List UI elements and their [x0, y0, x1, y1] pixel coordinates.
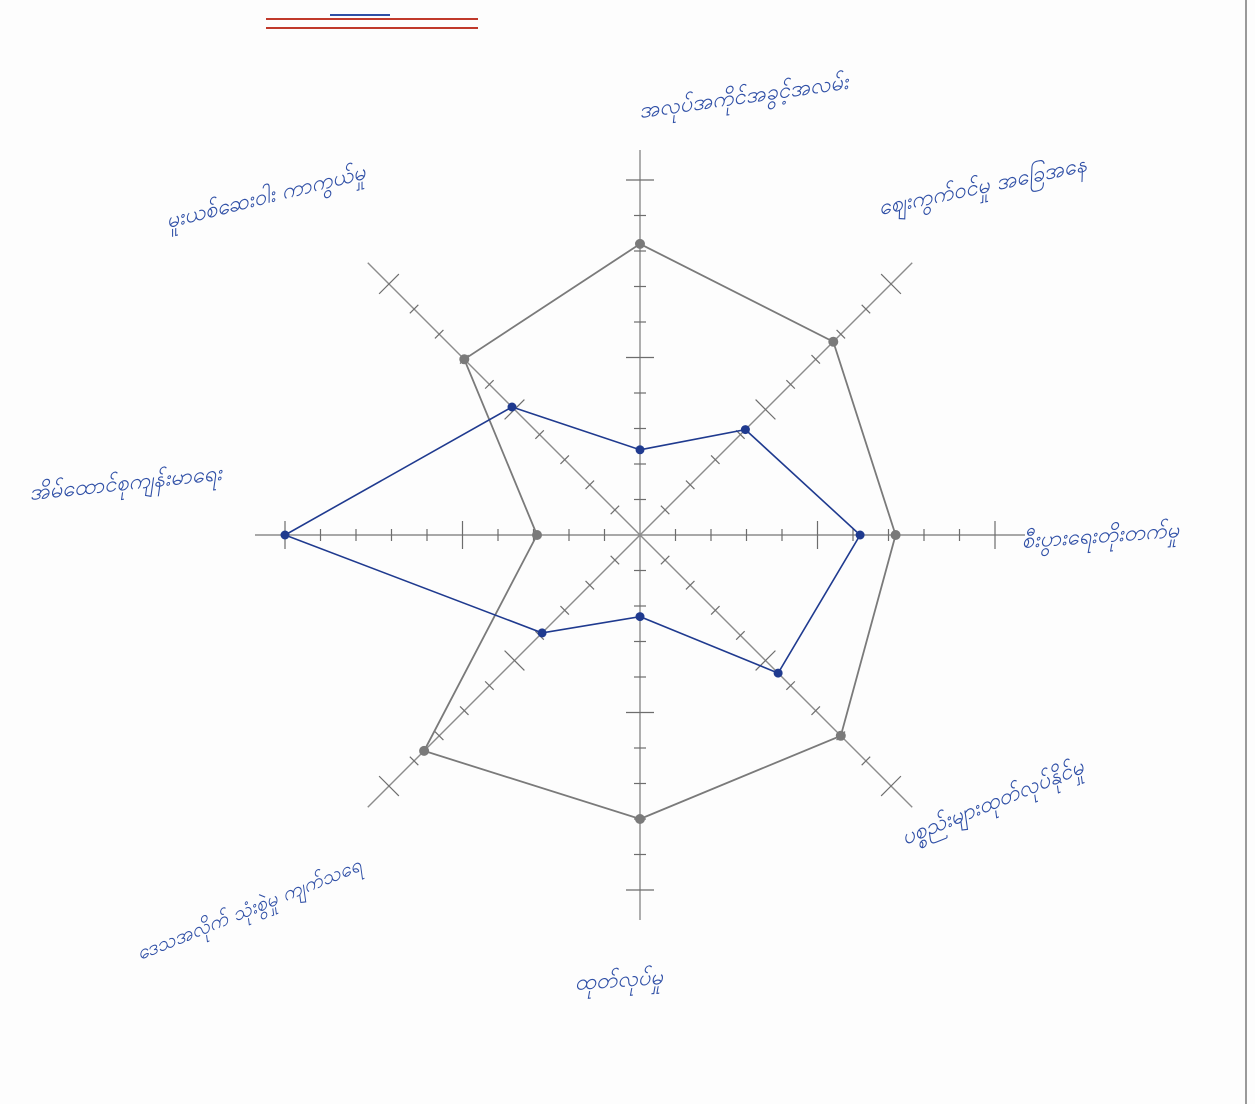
axis-tick: [710, 455, 720, 465]
series-2-point-1: [635, 445, 645, 455]
axis-label-3: စီးပွားရေးတိုးတက်မှု: [1021, 517, 1182, 558]
axis-tick: [534, 429, 545, 440]
axis-tick: [660, 555, 670, 565]
series-polygon-2: [283, 406, 862, 675]
axis-tick: [459, 706, 469, 716]
series-2-point-5: [635, 612, 645, 622]
axis-tick: [880, 273, 902, 295]
series-1-point-2: [828, 336, 839, 347]
page-edge: [1245, 0, 1247, 1104]
series-2-point-3: [855, 530, 865, 540]
title-underline-second: [266, 27, 478, 29]
axis-tick: [484, 680, 495, 691]
title-scribble: [330, 0, 390, 16]
axis-label-5: ထုတ်လုပ်မှု: [574, 964, 666, 1000]
axis-spoke-2: [639, 262, 913, 536]
axis-tick: [785, 680, 796, 691]
series-1-point-7: [532, 530, 542, 540]
axis-label-6: ဒေသအလိုက် သုံးစွဲမှု ကျက်သရေ: [133, 852, 367, 968]
series-2-point-7: [280, 530, 290, 540]
axis-tick: [785, 379, 796, 390]
series-2-point-2: [740, 425, 750, 435]
axis-tick: [710, 605, 720, 615]
axis-tick: [560, 605, 570, 615]
axis-label-4: ပစ္စည်းများထုတ်လုပ်နိုင်မှု: [898, 753, 1091, 854]
axis-label-1: အလုပ်အကိုင်အခွင့်အလမ်း: [637, 69, 852, 128]
axis-tick: [735, 630, 746, 641]
axis-tick: [585, 480, 595, 490]
axis-tick: [378, 775, 400, 797]
axis-tick: [811, 706, 821, 716]
axis-tick: [560, 455, 570, 465]
series-2-point-8: [507, 402, 517, 412]
series-1-point-5: [635, 814, 645, 824]
axis-tick: [610, 505, 620, 515]
series-1-point-4: [835, 730, 846, 741]
axis-tick: [861, 756, 871, 766]
axis-tick: [434, 329, 444, 339]
axis-label-8: မူးယစ်ဆေးဝါး ကာကွယ်မှု: [163, 159, 370, 238]
axis-spoke-6: [367, 534, 641, 808]
series-1-point-8: [459, 354, 470, 365]
series-2-point-4: [773, 668, 783, 678]
axis-spoke-8: [367, 262, 641, 536]
axis-tick: [836, 329, 846, 339]
axis-tick: [409, 756, 419, 766]
series-2-point-6: [537, 628, 547, 638]
axis-tick: [585, 580, 595, 590]
axis-tick: [755, 650, 776, 671]
series-polygon-1: [422, 242, 897, 820]
axis-tick: [685, 580, 695, 590]
axis-tick: [434, 731, 444, 741]
axis-tick: [610, 555, 620, 565]
axis-tick: [755, 399, 776, 420]
series-1-point-6: [419, 745, 430, 756]
axis-label-2: ဈေးကွက်ဝင်မှု အခြေအနေ: [876, 150, 1091, 225]
axis-tick: [378, 273, 400, 295]
axes-layer: [255, 150, 1025, 920]
series-1-point-1: [635, 238, 645, 249]
title-underline: [266, 18, 478, 20]
series-1-point-3: [890, 530, 901, 540]
series-layer: [280, 238, 901, 824]
axis-tick: [880, 775, 902, 797]
axis-tick: [484, 379, 495, 390]
axis-tick: [685, 480, 695, 490]
axis-tick: [660, 505, 670, 515]
axis-tick: [409, 304, 419, 314]
axis-tick: [504, 650, 525, 671]
axis-label-7: အိမ်ထောင်စုကျန်းမာရေး: [28, 460, 225, 510]
axis-tick: [861, 304, 871, 314]
axis-tick: [811, 354, 821, 364]
